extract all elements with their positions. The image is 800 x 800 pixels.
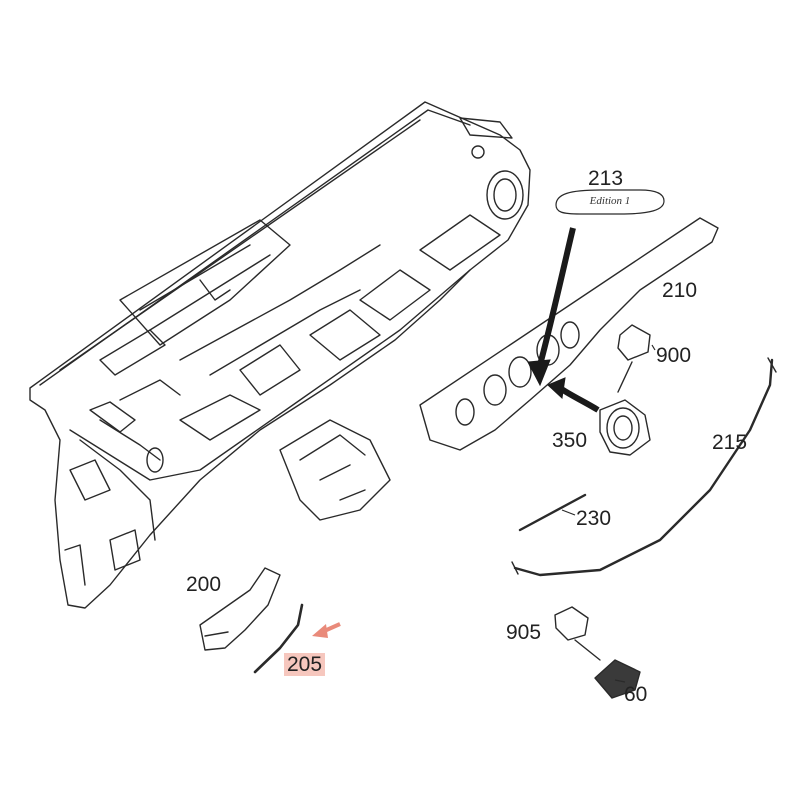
strip-205 xyxy=(253,603,304,674)
dashboard-outline xyxy=(29,101,531,609)
panel-200 xyxy=(199,567,281,651)
callout-900: 900 xyxy=(656,344,692,367)
speaker-350 xyxy=(599,399,651,456)
callout-60: 60 xyxy=(624,683,648,706)
callout-215: 215 xyxy=(712,431,748,454)
edition-badge-text: Edition 1 xyxy=(589,195,631,207)
left-vent xyxy=(89,401,136,433)
dashboard-top-edge xyxy=(39,109,471,386)
callout-205: 205 xyxy=(284,653,326,676)
callout-905: 905 xyxy=(506,621,542,644)
cable-215 xyxy=(513,358,774,577)
dashboard-windshield-lip xyxy=(59,119,421,371)
part-60 xyxy=(594,659,641,699)
callout-230: 230 xyxy=(576,507,612,530)
pointer-arrow-350 xyxy=(558,385,600,413)
callout-213: 213 xyxy=(588,167,624,190)
pointer-arrow-213 xyxy=(537,227,576,366)
part-905 xyxy=(554,606,589,641)
trim-strip-210 xyxy=(419,217,719,451)
edition-badge-outline xyxy=(555,189,665,215)
right-vent xyxy=(486,170,524,220)
callout-350: 350 xyxy=(552,429,588,452)
callout-210: 210 xyxy=(662,279,698,302)
part-900 xyxy=(617,324,651,361)
callout-200: 200 xyxy=(186,573,222,596)
strip-230 xyxy=(518,493,587,532)
dashboard-lower-edge xyxy=(69,269,471,481)
highlight-arrow-205 xyxy=(312,622,341,638)
